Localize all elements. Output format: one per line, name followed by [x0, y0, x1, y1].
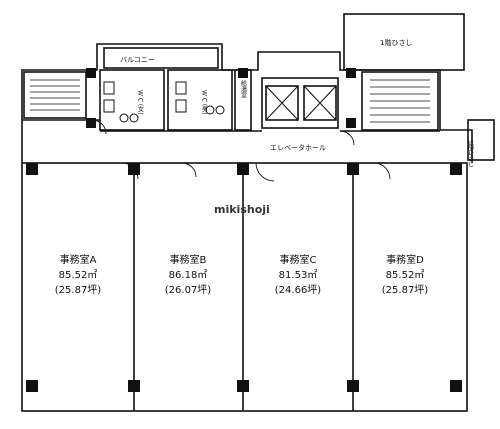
elevator-hall-label: エレベータホール [270, 143, 326, 152]
office-area-m2-4: 85.52㎡ [386, 269, 425, 281]
office-area-m2-3: 81.53㎡ [279, 269, 318, 281]
wc-female-label: W C (女) [137, 90, 144, 115]
wc-female-room [99, 69, 165, 131]
kyutoshitsu-room [234, 69, 252, 131]
balcony-area [103, 47, 219, 69]
columns [26, 68, 462, 392]
wc-fixtures [103, 81, 225, 123]
office-name-1: 事務室A [60, 253, 97, 266]
kyutoshitsu-label: 給湯室 [240, 79, 247, 98]
balcony-label: バルコニー [120, 56, 155, 64]
office-area-tsubo-3: (24.66坪) [275, 283, 322, 296]
office-labels: 事務室A 85.52㎡ (25.87坪) 事務室B 86.18㎡ (26.07坪) 事務室C… [55, 253, 429, 296]
core-outline [21, 43, 473, 163]
stair-treads [30, 79, 430, 123]
office-name-3: 事務室C [280, 253, 317, 266]
office-name-4: 事務室D [386, 253, 424, 266]
stair-right [361, 71, 439, 131]
eaves-top-label: 1階ひさし [380, 38, 412, 47]
elevator-shaft [261, 77, 339, 129]
office-area-tsubo-4: (25.87坪) [382, 283, 429, 296]
office-area-tsubo-2: (26.07坪) [165, 283, 212, 296]
eaves-right-label: 1階ひさし [467, 140, 474, 168]
wc-male-label: W C (男) [201, 90, 208, 115]
elevator-cross-marks [265, 85, 337, 121]
office-area-m2-1: 85.52㎡ [59, 269, 98, 281]
elevator-2 [303, 85, 337, 121]
watermark: mikishoji [214, 203, 270, 216]
office-area-m2-2: 86.18㎡ [169, 269, 208, 281]
office-area-tsubo-1: (25.87坪) [55, 283, 102, 296]
wc-male-room [167, 69, 233, 131]
eaves-top-area [343, 13, 465, 71]
elevator-1 [265, 85, 299, 121]
office-name-2: 事務室B [170, 253, 207, 266]
eaves-right-area [467, 119, 495, 161]
stair-left [23, 71, 87, 119]
